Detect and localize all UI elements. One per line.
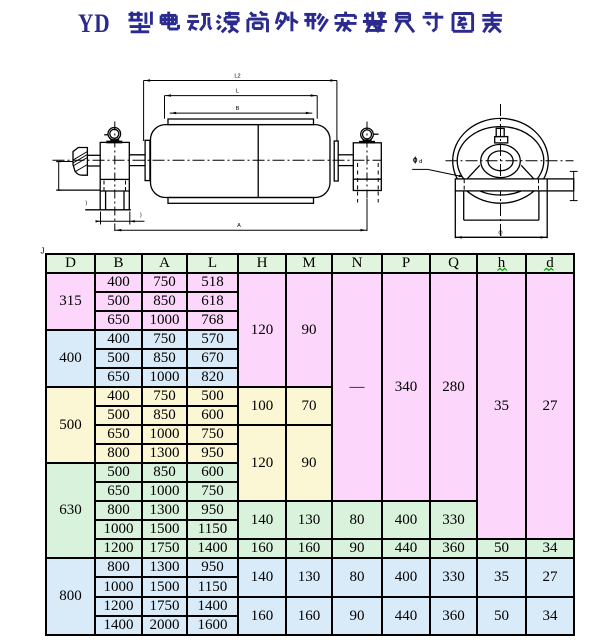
- svg-text:): ): [85, 201, 87, 207]
- svg-text:B: B: [236, 106, 240, 112]
- svg-text:L: L: [236, 88, 239, 94]
- svg-text:): ): [140, 213, 142, 219]
- svg-text:J: J: [41, 247, 45, 256]
- svg-text:d: d: [419, 159, 422, 165]
- svg-text:A: A: [237, 223, 241, 229]
- svg-text:Q: Q: [498, 231, 503, 237]
- svg-text:L2: L2: [234, 73, 240, 79]
